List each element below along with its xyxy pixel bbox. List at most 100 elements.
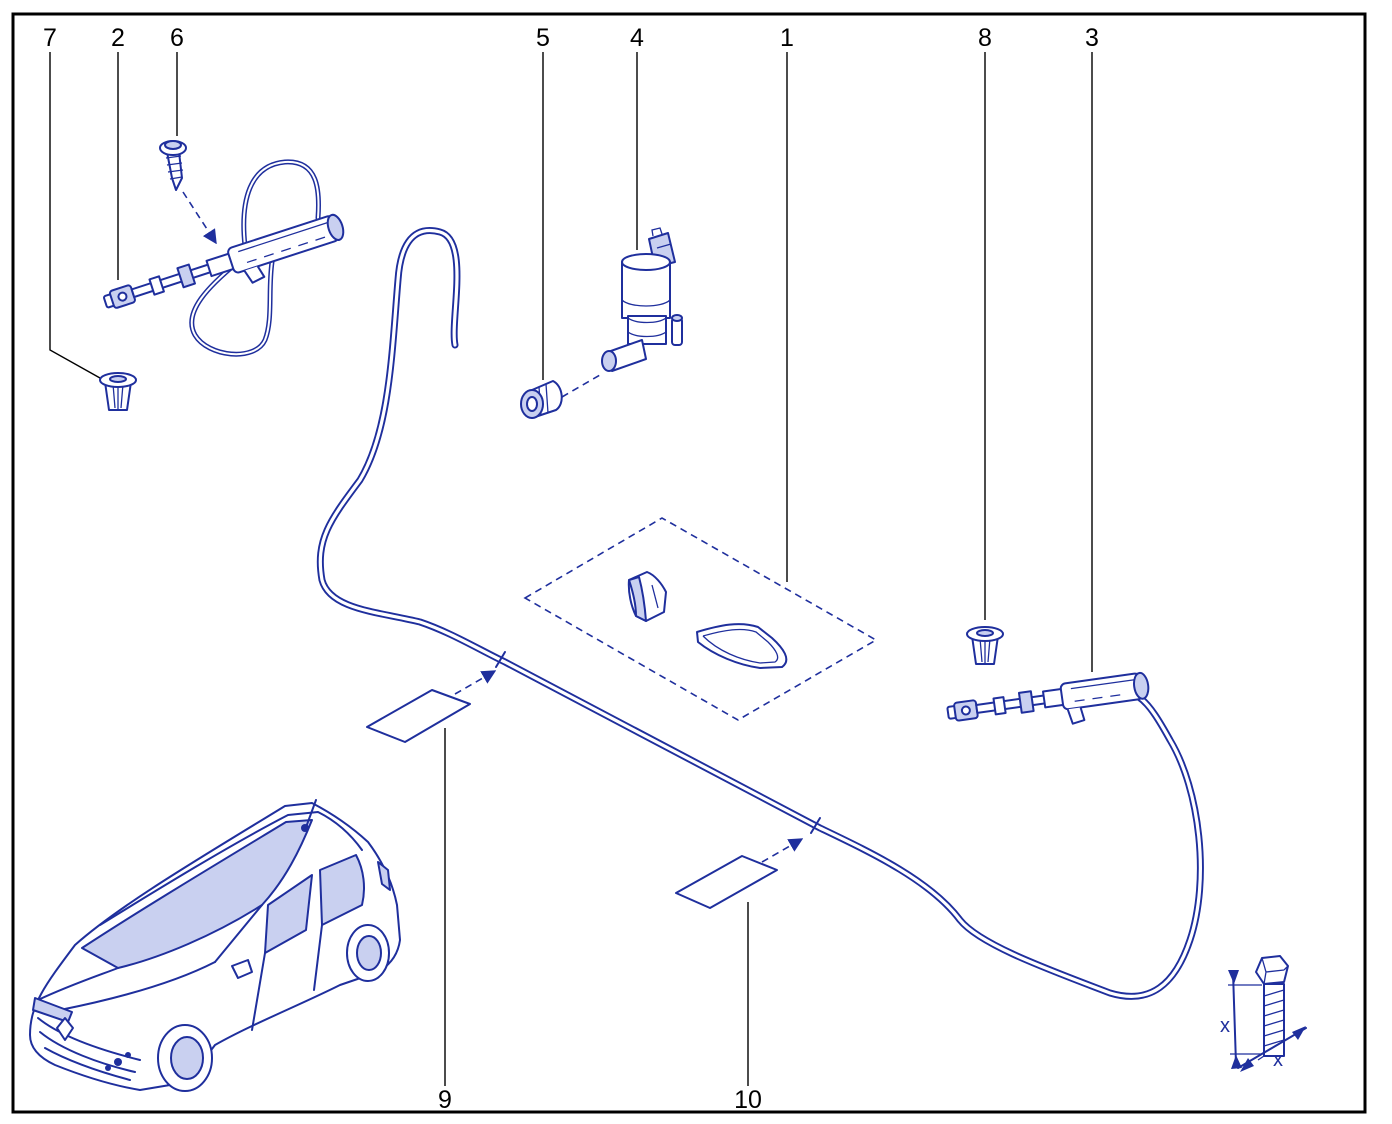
kit-nozzle-ridge xyxy=(651,584,659,609)
diagram-frame xyxy=(11,12,1367,1114)
car-roof-edge xyxy=(99,811,363,926)
kit-dashed-outline xyxy=(523,517,878,721)
callout-8: 8 xyxy=(978,24,992,52)
pump-4-side-nozzle-tip xyxy=(671,314,683,322)
nozzle-3-body xyxy=(1059,672,1144,711)
bolt-dimension-icon: x x xyxy=(1220,955,1307,1072)
adhesive-pad-icon xyxy=(366,670,804,909)
nozzle-2-tab xyxy=(243,265,266,284)
dim-height-arrow-bottom xyxy=(1231,1055,1242,1069)
clip-icon xyxy=(99,372,137,411)
pump-4-motor-band xyxy=(621,299,671,307)
bolt-head-faces xyxy=(1261,957,1289,985)
callout-3: 3 xyxy=(1085,24,1099,52)
dim-width-label: x xyxy=(1273,1049,1283,1071)
callout-5: 5 xyxy=(536,24,550,52)
clip-8-hole xyxy=(976,629,994,637)
hose-mark-10 xyxy=(810,817,821,834)
dim-width-arrow-right xyxy=(1292,1026,1306,1040)
nozzle-2-collar-a xyxy=(148,275,165,296)
nozzle-2-pivot xyxy=(117,291,128,302)
callout-10: 10 xyxy=(734,1086,762,1114)
dim-width-arrow-left xyxy=(1240,1058,1254,1072)
dim-height-label: x xyxy=(1220,1015,1230,1037)
loop-upper-core xyxy=(242,160,320,247)
car-marker-roof xyxy=(301,824,309,832)
nozzle-3-tab xyxy=(1066,707,1086,725)
grommet-icon xyxy=(520,374,601,419)
hose-outline xyxy=(316,227,1204,1000)
pad-10 xyxy=(675,855,778,909)
clip-7-hole xyxy=(109,375,127,383)
grommet-5-hole xyxy=(526,396,538,412)
part-1-kit xyxy=(523,517,878,721)
dim-height-line xyxy=(1232,971,1237,1065)
pump-4-outlet-end xyxy=(601,350,617,372)
leader-lines xyxy=(49,52,1093,1086)
pump-4-motor-top xyxy=(621,253,671,271)
pad-9 xyxy=(366,689,471,743)
car-marker-front-c xyxy=(105,1065,111,1071)
nozzle-2-rod xyxy=(130,262,216,299)
nozzle-3-cap xyxy=(1133,671,1150,700)
nozzle-2-cap xyxy=(326,213,345,241)
callout-7: 7 xyxy=(43,24,57,52)
callout-1: 1 xyxy=(780,24,794,52)
clip-8-ribs xyxy=(979,637,991,664)
car-windshield xyxy=(81,819,313,969)
vehicle-locator-icon xyxy=(29,799,401,1092)
car-body xyxy=(29,802,401,1091)
screw-6-thread xyxy=(165,155,184,180)
nozzle-2-hatching xyxy=(238,221,329,264)
pad-9-arrow xyxy=(454,670,497,695)
screw-6-head-top xyxy=(164,140,182,150)
kit-cover xyxy=(696,623,788,669)
bolt-thread xyxy=(1263,989,1285,1047)
screw-icon xyxy=(159,140,217,245)
screw-6-arrow xyxy=(182,191,217,245)
callout-2: 2 xyxy=(111,24,125,52)
car-front-hub xyxy=(170,1036,204,1080)
car-front-window xyxy=(264,874,313,954)
nozzle-2-collar-b xyxy=(176,263,196,289)
leader-7 xyxy=(49,52,101,379)
nozzle-3-rod xyxy=(975,693,1050,714)
car-rear-light xyxy=(377,861,391,891)
hose-mark-9 xyxy=(495,651,506,668)
nozzle-3-collar-a xyxy=(992,696,1007,716)
clip-8 xyxy=(966,626,1004,665)
kit-cover-inner xyxy=(702,628,779,664)
callout-6: 6 xyxy=(170,24,184,52)
car-marker-front-a xyxy=(114,1058,122,1066)
car-rear-hub xyxy=(356,935,382,971)
part-2-washer-nozzle xyxy=(103,213,345,309)
dim-height-arrow-top xyxy=(1228,970,1239,984)
car-door-lines xyxy=(214,904,323,1031)
washer-nozzle-icon xyxy=(627,571,667,622)
clip-7-ribs xyxy=(112,383,124,410)
car-marker-front-b xyxy=(125,1052,131,1058)
part-3-washer-nozzle xyxy=(946,671,1150,725)
washer-pump-icon xyxy=(601,227,683,372)
washer-hose-icon xyxy=(316,227,1204,1000)
car-mirror xyxy=(231,959,253,979)
car-hood xyxy=(37,961,216,1011)
car-rear-window xyxy=(319,854,365,926)
pump-4-side-nozzle xyxy=(671,317,683,346)
nozzle-3-collar-b xyxy=(1017,690,1035,714)
part-2-hose-loop xyxy=(189,159,322,357)
car-logo xyxy=(56,1017,74,1041)
nozzle-3-pivot xyxy=(960,705,971,716)
nozzle-3-hatching xyxy=(1070,678,1137,702)
pump-4-lower-edge xyxy=(627,317,667,338)
hose-core xyxy=(318,228,1202,998)
pad-10-arrow xyxy=(761,838,804,863)
kit-nozzle-face xyxy=(628,576,647,622)
pump-4-connector-tab xyxy=(651,227,672,249)
loop-lower-core xyxy=(190,261,273,356)
callout-9: 9 xyxy=(438,1086,452,1114)
callout-4: 4 xyxy=(630,24,644,52)
dim-width-ext-left xyxy=(1257,1055,1265,1061)
grommet-5-arrow xyxy=(561,374,601,398)
